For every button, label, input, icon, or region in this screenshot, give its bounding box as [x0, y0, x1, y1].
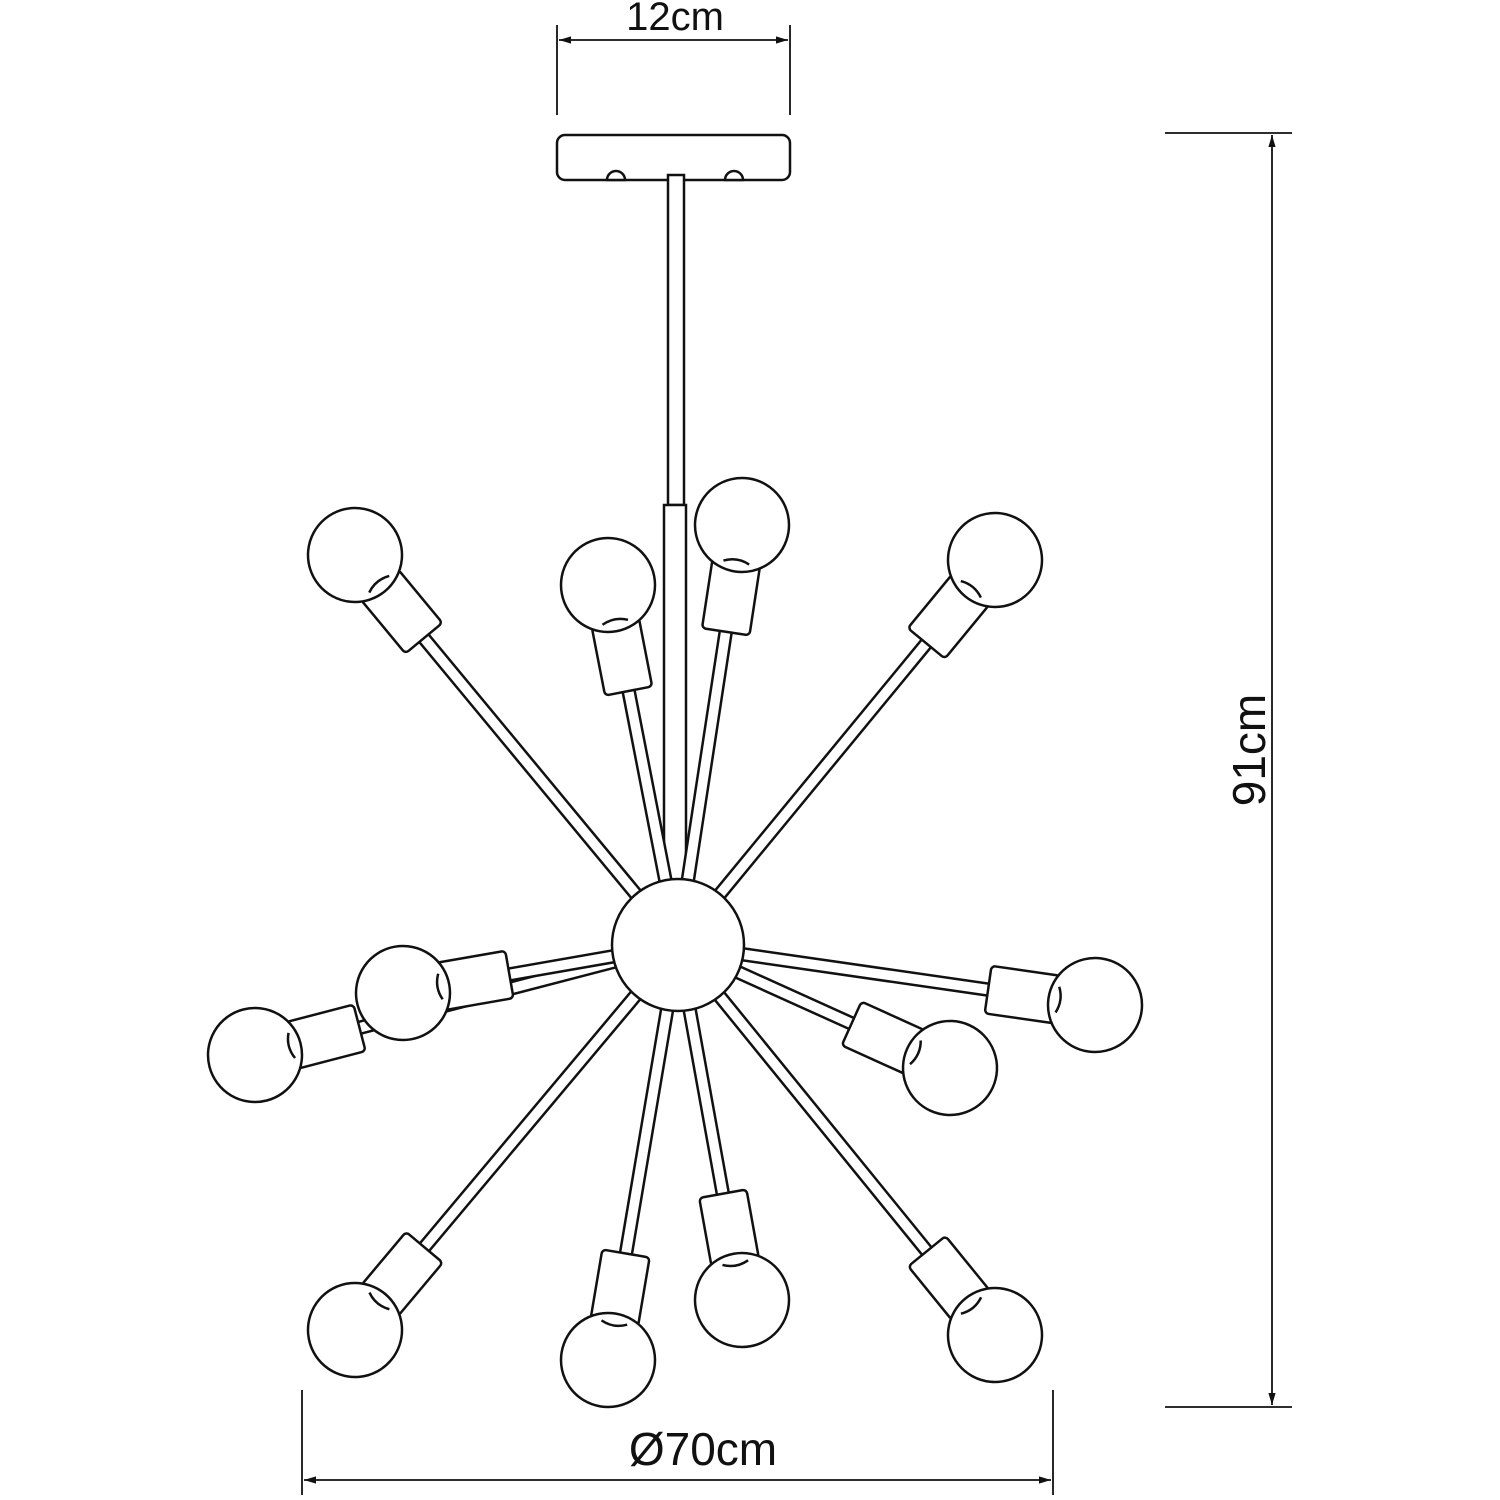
bulb-icon	[946, 511, 1044, 609]
bulb-icon	[559, 1311, 657, 1409]
stem-upper	[666, 173, 686, 507]
stem-lower	[662, 503, 688, 887]
lamp-heads	[206, 476, 1144, 1409]
lamp-head	[354, 944, 515, 1042]
height-dimension: 91cm	[1165, 132, 1292, 1408]
bulb-neck	[1054, 986, 1062, 1014]
lamp-head	[306, 506, 442, 654]
lamp-head	[559, 536, 657, 697]
lamp-head	[559, 1248, 657, 1409]
bulb-icon	[306, 506, 404, 604]
bulb-neck	[909, 1040, 922, 1066]
bulb-icon	[946, 1286, 1044, 1384]
lamp-head	[841, 1001, 999, 1117]
canopy-plate	[555, 133, 792, 182]
diameter-dimension: Ø70cm	[301, 1390, 1054, 1495]
lamp-head	[908, 511, 1044, 659]
canopy	[555, 133, 792, 182]
bulb-neck	[723, 558, 750, 566]
bulb-icon	[354, 944, 452, 1042]
canopy-screw	[605, 169, 627, 182]
bulb-neck	[601, 617, 629, 626]
bulb-icon	[1046, 956, 1144, 1054]
lamp-head	[908, 1236, 1044, 1384]
bulb-neck	[435, 973, 444, 1000]
canopy-screw	[723, 169, 745, 182]
bulb-icon	[901, 1019, 999, 1117]
bulb-neck	[286, 1032, 297, 1059]
lamp-head	[306, 1232, 443, 1379]
lamp-head	[693, 1188, 791, 1349]
bulb-icon	[693, 476, 791, 574]
lamp-head	[983, 956, 1144, 1054]
bulb-neck	[722, 1259, 749, 1268]
canopy-width-label: 12cm	[626, 0, 724, 39]
lamp-head	[693, 476, 791, 637]
height-label: 91cm	[1223, 694, 1275, 806]
center-sphere	[610, 877, 746, 1013]
diameter-label: Ø70cm	[629, 1423, 777, 1475]
bulb-neck	[600, 1319, 628, 1328]
bulb-icon	[306, 1281, 404, 1379]
stem	[662, 173, 688, 887]
canopy-width-dimension: 12cm	[556, 0, 791, 115]
bulb-icon	[559, 536, 657, 634]
bulb-icon	[206, 1006, 304, 1104]
bulb-icon	[693, 1251, 791, 1349]
lamp-head	[206, 1004, 366, 1104]
